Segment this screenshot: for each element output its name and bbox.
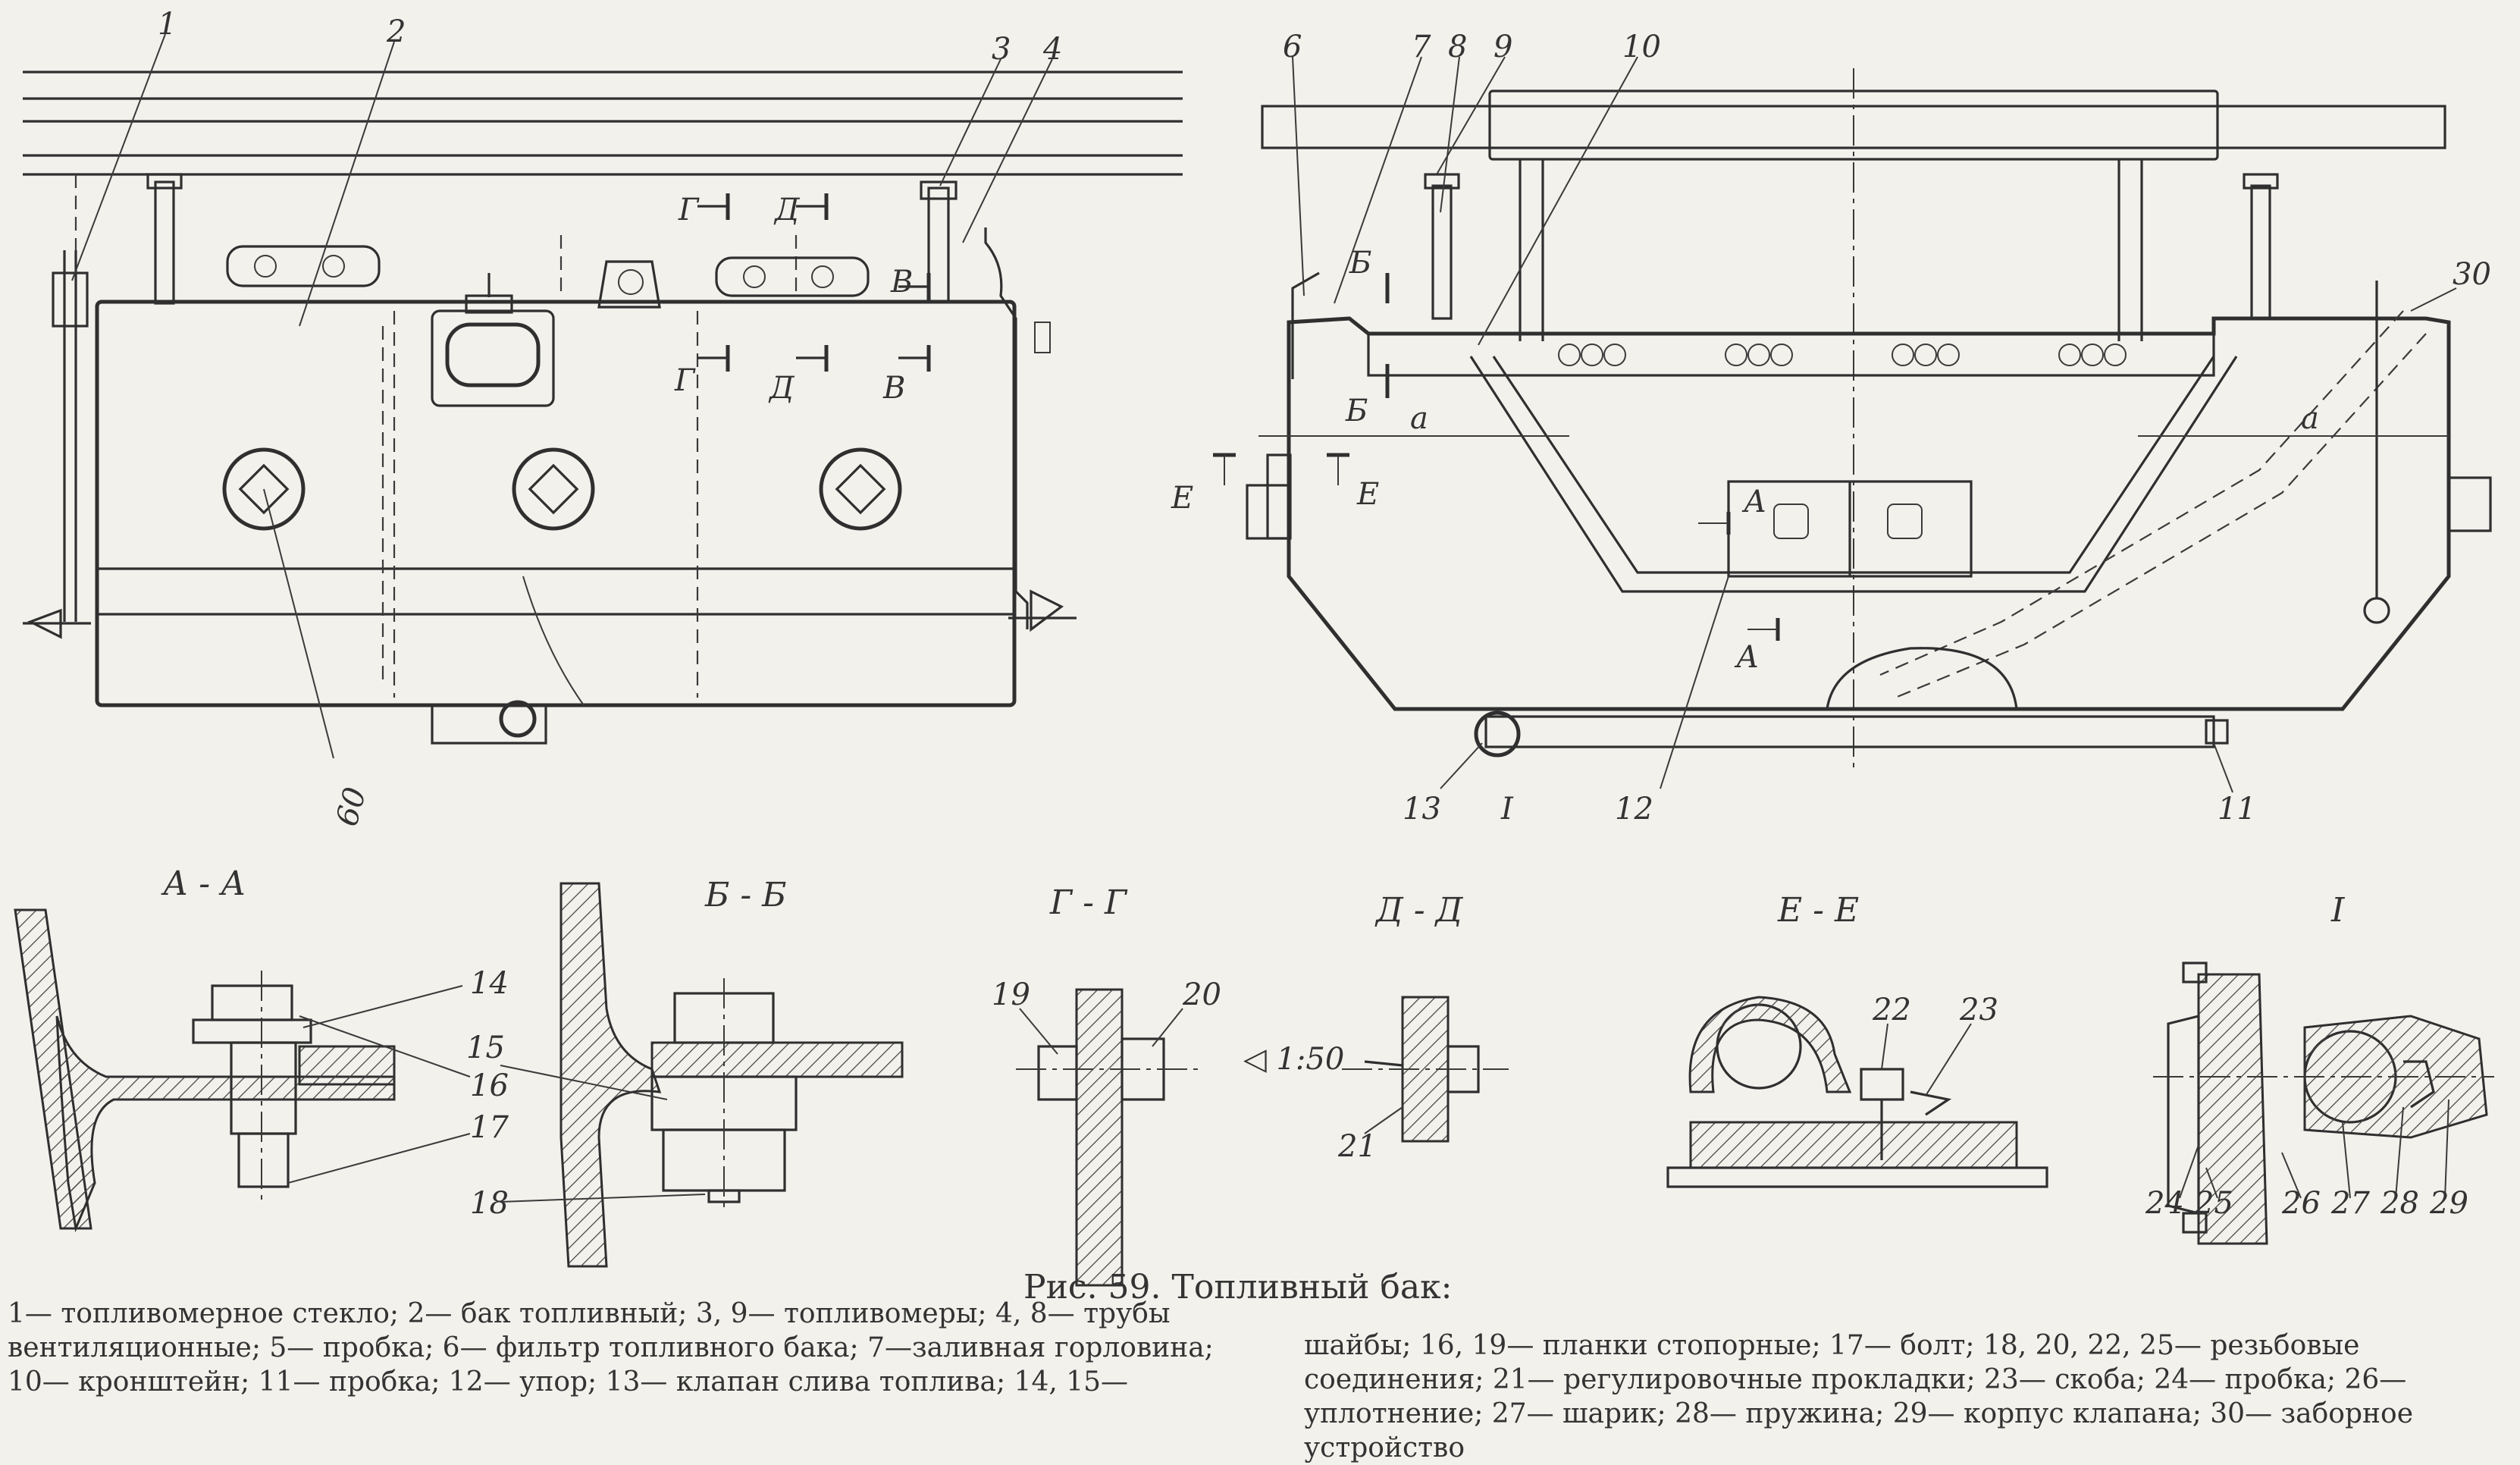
callout-27: 27 [2330,1186,2370,1221]
fuel-tank-drawing: 1 2 3 4 6 7 8 9 10 11 12 13 14 15 16 17 … [14,7,2494,1287]
callout-22: 22 [1872,993,1911,1027]
callout-7: 7 [1412,30,1431,64]
title-a-a: А - А [161,864,246,903]
callout-15: 15 [466,1031,505,1065]
mark-e-right: Е [1356,477,1379,512]
mark-d-bottom: Д [768,371,795,406]
callout-21: 21 [1337,1129,1377,1164]
mark-e-left: Е [1171,481,1193,516]
section-titles: А - А Б - Б Г - Г Д - Д Е - Е I ◁ 1:50 [161,864,2346,1077]
title-b-b: Б - Б [704,876,787,914]
callout-16: 16 [470,1068,509,1103]
bolt-row [1558,344,2127,366]
figure-caption: Рис. 59. Топливный бак: [1023,1268,1453,1307]
mark-b-top: Б [1349,246,1371,281]
callout-23: 23 [1959,993,1998,1027]
end-view [1213,56,2492,793]
legend-right: шайбы; 16, 19— планки стопорные; 17— бол… [1304,1330,2413,1463]
legend-left: 1— топливомерное стекло; 2— бак топливны… [8,1298,1214,1398]
mark-g-top: Г [678,193,700,227]
detail-i [2153,962,2494,1245]
callout-14: 14 [470,966,509,1001]
taper-label: ◁ 1:50 [1243,1042,1344,1077]
callout-24: 24 [2145,1186,2184,1221]
callout-1: 1 [158,7,177,42]
section-b-b [500,882,904,1268]
callout-19: 19 [992,977,1030,1012]
title-d-d: Д - Д [1374,891,1464,930]
callout-4: 4 [1042,32,1062,67]
callout-I: I [1500,792,1514,827]
title-e-e: Е - Е [1777,891,1859,930]
side-view [23,33,1183,759]
callout-10: 10 [1622,30,1661,64]
callout-9: 9 [1494,30,1512,64]
callout-30: 30 [2453,257,2491,292]
callout-28: 28 [2380,1186,2419,1221]
title-g-g: Г - Г [1049,883,1128,922]
dim-a-left: a [1410,401,1428,436]
mark-b-bottom: Б [1345,394,1368,428]
callout-20: 20 [1182,977,1221,1012]
mark-v-bottom: В [882,371,905,406]
title-detail-i: I [2330,891,2346,930]
callout-11: 11 [2218,792,2256,827]
callout-29: 29 [2429,1186,2468,1221]
section-marks-left [697,193,931,372]
section-d-d [1342,996,1509,1143]
callout-18: 18 [470,1186,509,1221]
callout-8: 8 [1448,30,1467,64]
dim-a-right: a [2301,401,2319,436]
callout-13: 13 [1403,792,1441,827]
section-a-a [14,908,471,1233]
callout-labels: 1 2 3 4 6 7 8 9 10 11 12 13 14 15 16 17 … [158,7,2491,1221]
callout-12: 12 [1615,792,1653,827]
mark-a-bottom: А [1734,640,1759,675]
section-mark-labels: Г Д В Г Д В Б Б Е Е А А a a [674,193,2319,675]
callout-26: 26 [2281,1186,2321,1221]
callout-3: 3 [992,32,1011,67]
section-g-g [1016,988,1198,1287]
mark-d-top: Д [773,193,801,227]
section-e-e [1666,996,2048,1188]
mark-a-top: А [1741,485,1766,519]
callout-2: 2 [386,14,406,49]
callout-60: 60 [330,783,374,830]
callout-6: 6 [1283,30,1302,64]
mark-v-top: В [890,265,913,300]
callout-17: 17 [470,1110,509,1145]
mark-g-bottom: Г [674,363,696,398]
callout-25: 25 [2194,1186,2233,1221]
